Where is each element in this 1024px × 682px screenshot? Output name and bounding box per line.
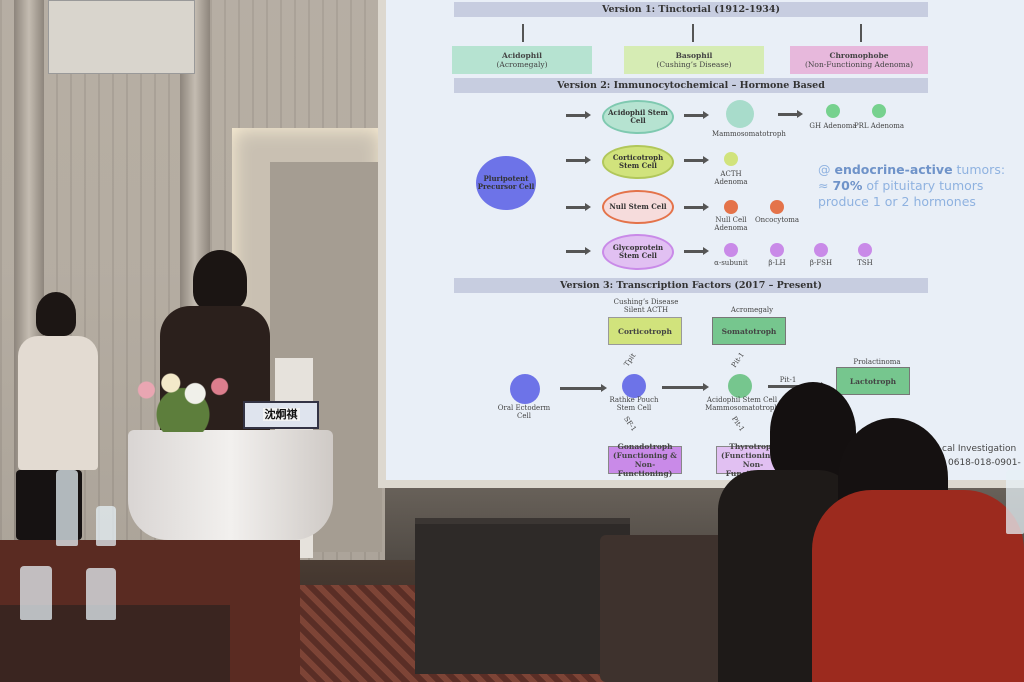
note-text: ≈: [818, 178, 833, 193]
arrow: [684, 247, 709, 255]
tsh-label: TSH: [857, 259, 873, 267]
arrow: [566, 247, 591, 255]
acromegaly-note: Acromegaly: [730, 306, 774, 314]
arrow: [662, 383, 709, 391]
version1-title: Version 1: Tinctorial (1912-1934): [454, 2, 928, 17]
null-stem-cell: Null Stem Cell: [602, 190, 674, 224]
gh-label: GH Adenoma: [809, 122, 857, 130]
somatotroph-box: Somatotroph: [712, 317, 786, 345]
gonadotroph-box: Gonadotroph (Functioning & Non-Functioni…: [608, 442, 682, 478]
footer-text: cal Investigation: [942, 444, 1017, 454]
water-bottle: [56, 470, 78, 546]
arrow: [684, 203, 709, 211]
rathke-pouch-label: Rathke Pouch Stem Cell: [609, 396, 659, 412]
connector: [692, 24, 694, 42]
corticotroph-box: Corticotroph: [608, 317, 682, 345]
oral-ectoderm-label: Oral Ectoderm Cell: [497, 404, 551, 420]
note-bold: endocrine-active: [834, 162, 953, 177]
arrow: [778, 110, 803, 118]
alpha-subunit-label: α-subunit: [714, 259, 748, 267]
gh-cell: [826, 104, 840, 118]
null-cell-label: Null Cell Adenoma: [714, 216, 748, 232]
acidophil-stem-label: Acidophil Stem Cell Mammosomatotroph: [705, 396, 779, 412]
air-conditioner: [48, 0, 195, 74]
projection-slide: Version 1: Tinctorial (1912-1934) Acidop…: [386, 0, 1024, 480]
sf1-label: SF-1: [622, 415, 638, 433]
lactotroph-box: Lactotroph: [836, 367, 910, 395]
version3-title: Version 3: Transcription Factors (2017 –…: [454, 278, 928, 293]
water-bottle: [1006, 470, 1024, 534]
basophil-box: Basophil (Cushing’s Disease): [624, 46, 764, 74]
prl-cell: [872, 104, 886, 118]
name-plate-text: 沈炯祺: [262, 408, 300, 421]
beta-fsh-cell: [814, 243, 828, 257]
box-subtitle: (Non-Functioning Adenoma): [804, 60, 914, 69]
acidophil-stem-cell-v3: [728, 374, 752, 398]
box-title: Chromophobe: [829, 51, 889, 60]
acidophil-stem-cell: Acidophil Stem Cell: [602, 100, 674, 134]
note-line3: produce 1 or 2 hormones: [818, 194, 976, 209]
acidophil-box: Acidophil (Acromegaly): [452, 46, 592, 74]
note-line1: @ endocrine-active tumors:: [818, 162, 1018, 178]
pluripotent-cell: Pluripotent Precursor Cell: [476, 156, 536, 210]
footer-text: 0618-018-0901-: [948, 458, 1021, 468]
connector: [860, 24, 862, 42]
beta-lh-label: β-LH: [768, 259, 786, 267]
arrow: [566, 156, 591, 164]
oral-ectoderm-cell: [510, 374, 540, 404]
box-subtitle: (Cushing’s Disease): [656, 60, 732, 69]
stage-step: [415, 518, 630, 674]
corticotroph-stem-cell: Corticotroph Stem Cell: [602, 145, 674, 179]
acth-cell: [724, 152, 738, 166]
tsh-cell: [858, 243, 872, 257]
pit1-label: Pit-1: [779, 376, 797, 384]
connector: [522, 24, 524, 42]
note-line2: ≈ 70% of pituitary tumors: [818, 178, 1018, 194]
glass: [96, 506, 116, 546]
box-title: Basophil: [675, 51, 713, 60]
arrow: [566, 203, 591, 211]
male-presenter-head: [193, 250, 247, 310]
cushing-note: Cushing’s Disease Silent ACTH: [613, 298, 679, 314]
box-title: Acidophil: [502, 51, 542, 60]
note-text: @: [818, 162, 835, 177]
endocrine-note: @ endocrine-active tumors: ≈ 70% of pitu…: [818, 162, 1018, 210]
beta-fsh-label: β-FSH: [809, 259, 833, 267]
pedestal-table: [128, 430, 333, 540]
note-text: of pituitary tumors: [862, 178, 984, 193]
female-presenter-head: [36, 292, 76, 336]
arrow: [684, 156, 709, 164]
note-bold: 70%: [832, 178, 863, 193]
oncocytoma-cell: [770, 200, 784, 214]
prolactinoma-note: Prolactinoma: [853, 358, 901, 366]
arrow: [684, 111, 709, 119]
mammosomatotroph-label: Mammosomatotroph: [712, 130, 786, 138]
name-plate: 沈炯祺: [243, 401, 319, 429]
audience-chair: [600, 535, 730, 682]
box-subtitle: (Acromegaly): [496, 60, 548, 69]
alpha-subunit-cell: [724, 243, 738, 257]
chromophobe-box: Chromophobe (Non-Functioning Adenoma): [790, 46, 928, 74]
pit1-label: Pit-1: [729, 414, 747, 434]
oncocytoma-label: Oncocytoma: [754, 216, 800, 224]
tpit-label: Tpit: [622, 351, 638, 369]
glass: [20, 566, 52, 620]
prl-label: PRL Adenoma: [853, 122, 905, 130]
audience-member-red-jacket: [812, 490, 1024, 682]
water-bottle: [86, 568, 116, 620]
mammosomatotroph-cell: [726, 100, 754, 128]
arrow: [566, 111, 591, 119]
pit1-label: Pit-1: [729, 350, 747, 370]
acth-label: ACTH Adenoma: [714, 170, 748, 186]
female-presenter-body: [18, 336, 98, 470]
rathke-pouch-cell: [622, 374, 646, 398]
null-cell: [724, 200, 738, 214]
arrow: [560, 384, 607, 392]
note-text: tumors:: [952, 162, 1006, 177]
glycoprotein-stem-cell: Glycoprotein Stem Cell: [602, 234, 674, 270]
beta-lh-cell: [770, 243, 784, 257]
flower-arrangement: [122, 362, 244, 432]
version2-title: Version 2: Immunocytochemical – Hormone …: [454, 78, 928, 93]
